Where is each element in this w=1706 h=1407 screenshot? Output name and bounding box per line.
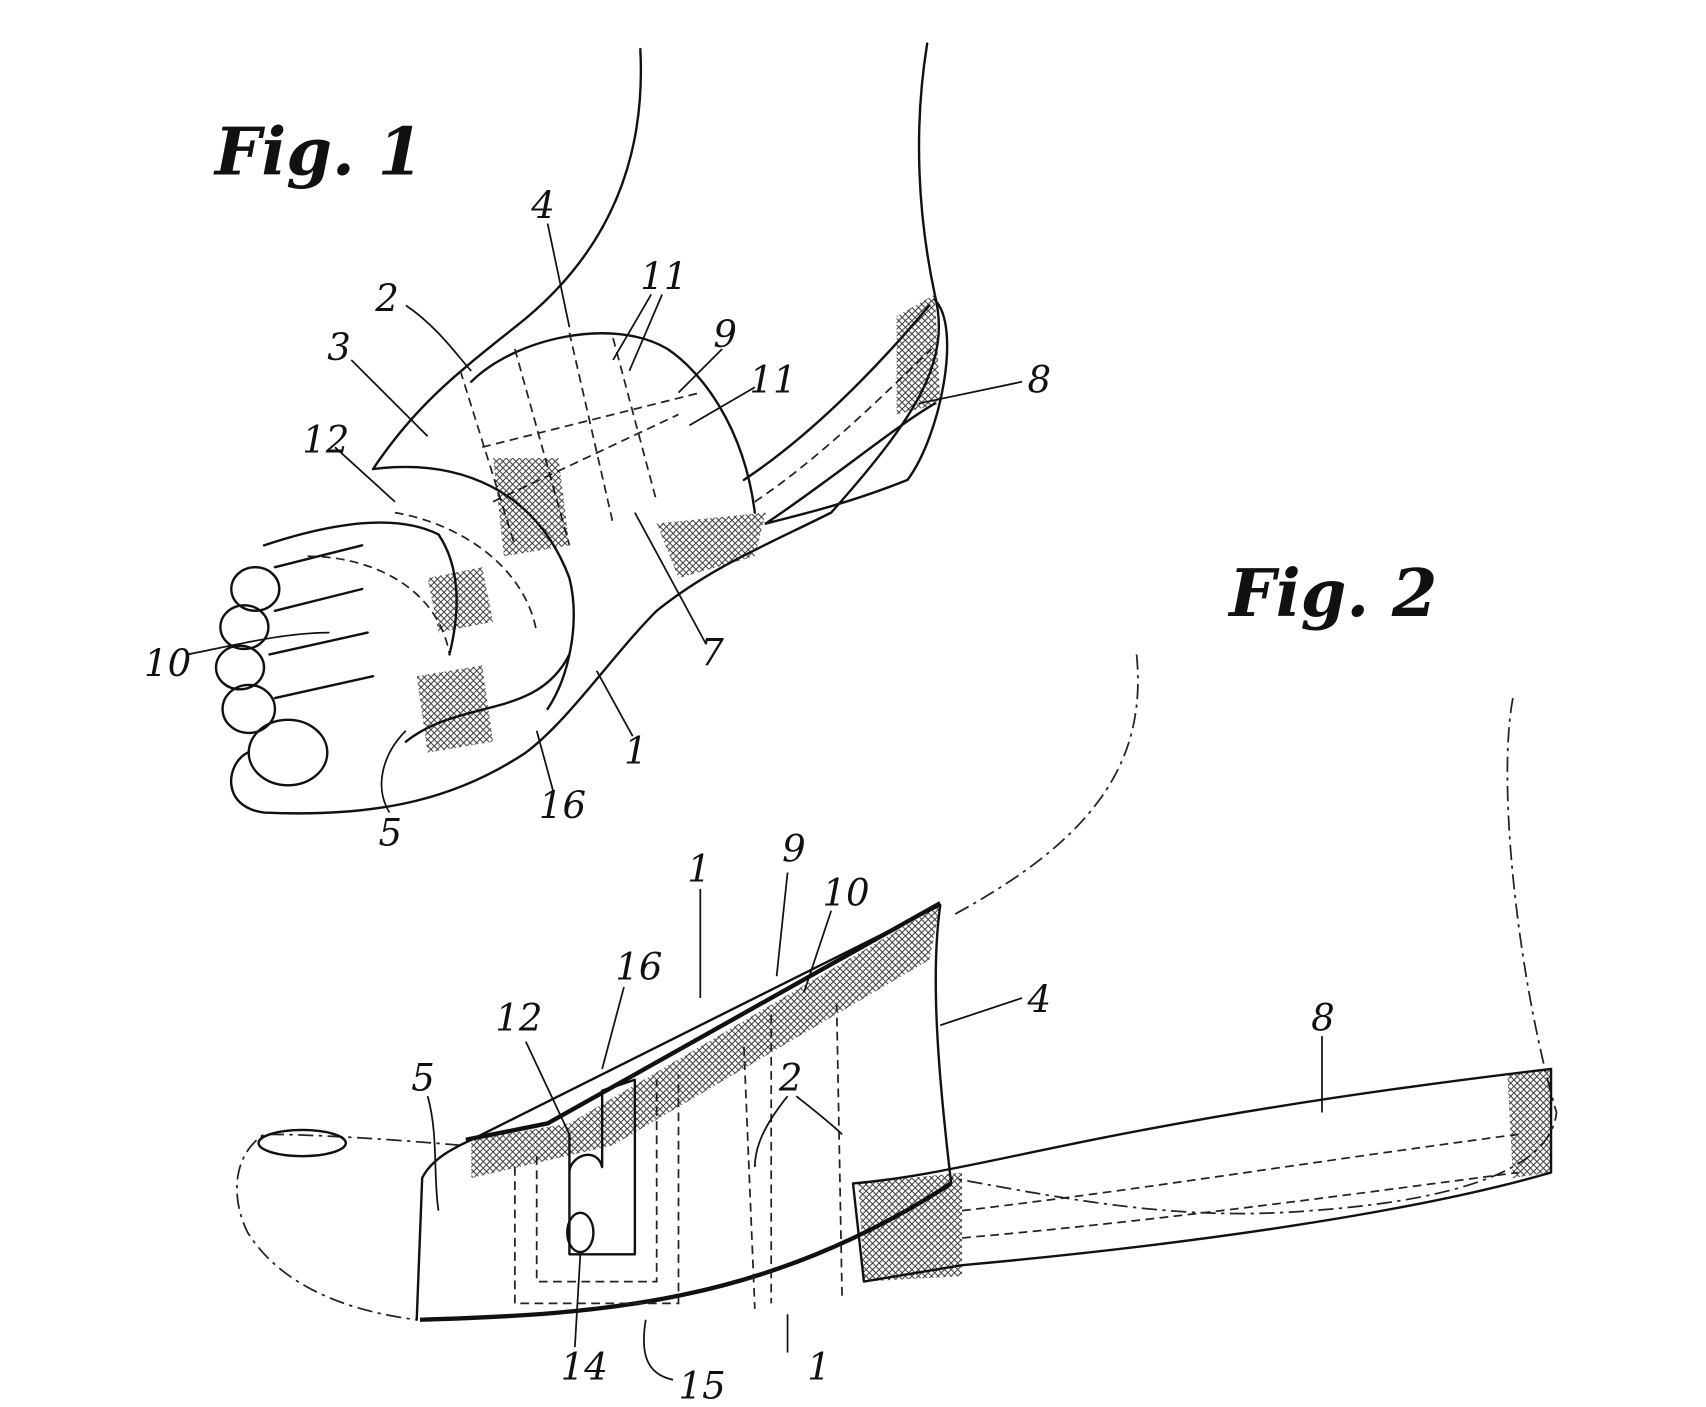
label-1: 1	[807, 1346, 831, 1389]
label-1: 1	[687, 847, 711, 890]
figure-1: Fig. 1	[144, 42, 1051, 854]
bandage-fig2	[415, 901, 1553, 1322]
label-8: 8	[1311, 997, 1335, 1040]
label-11: 11	[640, 255, 687, 298]
label-16: 16	[539, 784, 586, 827]
foot-outline-2	[236, 654, 1558, 1321]
label-16: 16	[615, 945, 662, 988]
label-4: 4	[1027, 978, 1052, 1021]
label-10: 10	[144, 642, 191, 685]
label-5: 5	[379, 811, 403, 854]
label-7: 7	[700, 631, 724, 674]
label-4: 4	[530, 184, 555, 227]
label-11: 11	[749, 359, 796, 402]
label-1: 1	[624, 729, 648, 772]
label-9: 9	[782, 828, 806, 871]
label-9: 9	[713, 313, 737, 356]
label-5: 5	[411, 1057, 435, 1100]
label-10: 10	[822, 871, 869, 914]
label-15: 15	[678, 1364, 725, 1407]
figure-2-title: Fig. 2	[1227, 556, 1437, 632]
label-8: 8	[1028, 359, 1052, 402]
label-2: 2	[374, 277, 399, 320]
fig2-labels: 1 9 10 4 16 12 2 8 5 14 15 1	[411, 828, 1334, 1407]
label-12: 12	[302, 419, 349, 462]
bandage-fig1	[262, 294, 941, 753]
label-14: 14	[561, 1346, 608, 1389]
label-3: 3	[327, 326, 351, 369]
label-12: 12	[495, 997, 542, 1040]
toes	[214, 544, 375, 787]
figure-1-title: Fig. 1	[213, 115, 423, 191]
label-2: 2	[778, 1057, 803, 1100]
figure-2: Fig. 2 1 9 10 4 16 12	[236, 556, 1558, 1407]
fig1-labels: 4 2 11 3 9 11 12 8 10 7 1 16 5	[144, 184, 1051, 854]
